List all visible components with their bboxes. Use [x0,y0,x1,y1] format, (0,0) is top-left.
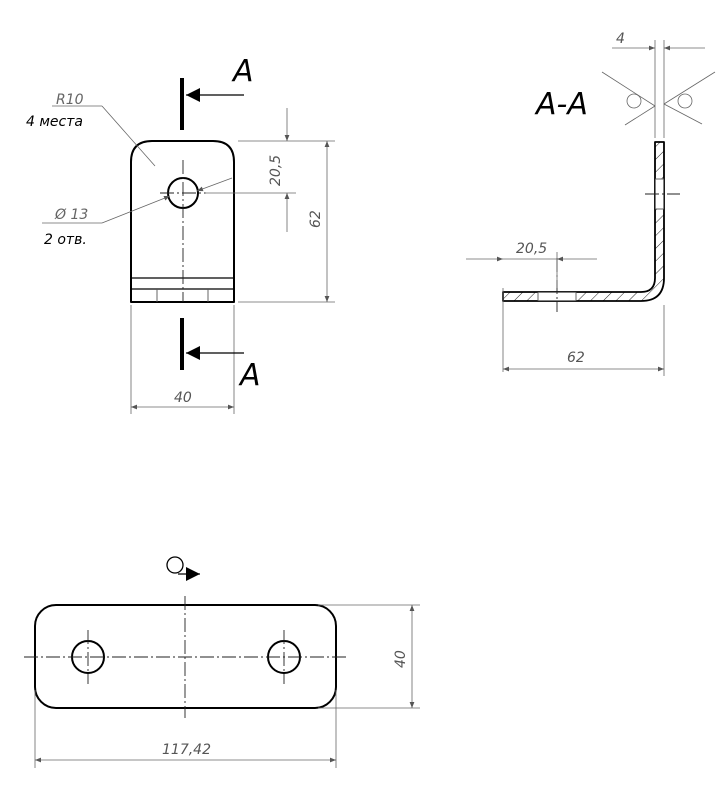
weld-leader-left [601,71,656,107]
weld-symbol-right [677,93,693,109]
unfold-symbol-circle [166,556,184,574]
flat-pattern-view: 40 117,42 [24,556,420,768]
weld-leader-right [663,71,716,105]
section-thickness-dim: 4 [616,31,625,47]
section-length-dim: 62 [567,350,585,366]
flat-pattern-outline [34,604,337,709]
hole-leader-arrow-right [196,177,233,192]
radius-count-label: 4 места [26,114,83,130]
flat-length-dim: 117,42 [162,742,211,758]
section-view: A-A 4 20,5 62 [466,31,716,376]
section-hole-offset-dim: 20,5 [516,241,547,257]
radius-label: R10 [56,92,84,108]
section-mark-bottom: A [238,358,261,393]
section-title: A-A [534,87,588,122]
front-height-dim: 62 [308,210,324,228]
radius-leader-line [101,105,156,167]
section-profile [502,141,665,302]
front-view: R10 4 места Ø 13 2 отв. 20,5 62 40 A A [26,54,335,414]
hole-label: Ø 13 [54,207,88,223]
weld-leader-left-2 [624,105,656,126]
front-hole-offset-dim: 20,5 [268,155,284,186]
weld-leader-right-2 [663,103,703,125]
section-hole-gap-vertical [655,179,664,209]
weld-symbol-left [626,93,642,109]
hole-leader-line [101,195,171,224]
flat-width-dim: 40 [393,650,409,668]
front-width-dim: 40 [174,390,192,406]
hole-count-label: 2 отв. [44,232,87,248]
section-hole-gap-horizontal [538,292,576,301]
front-view-outline [130,140,235,303]
section-mark-top: A [231,54,254,89]
